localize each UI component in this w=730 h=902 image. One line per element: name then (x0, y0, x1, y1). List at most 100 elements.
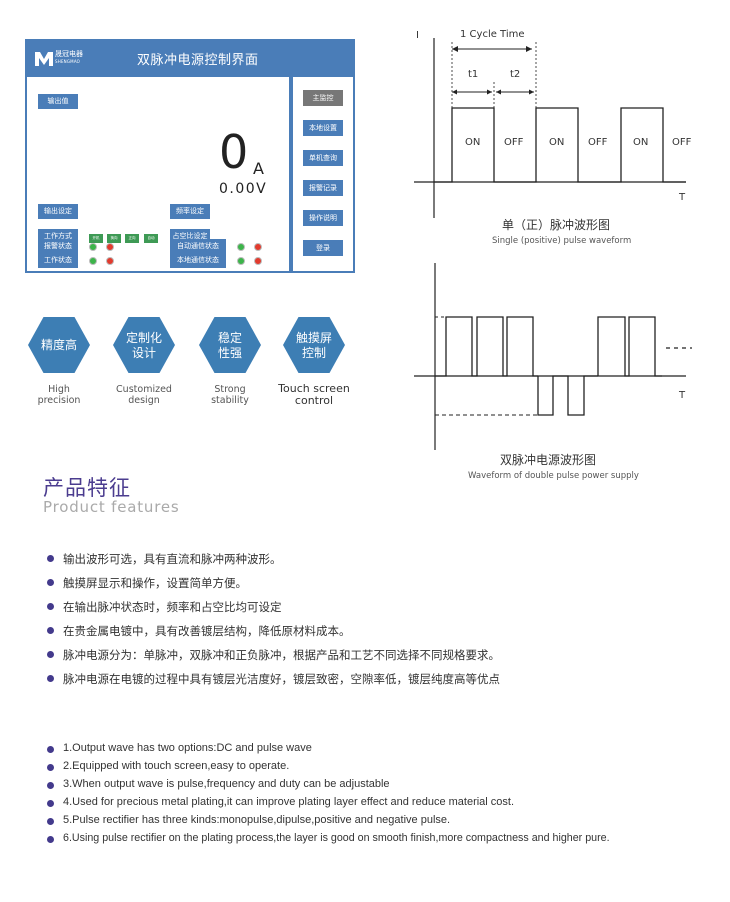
control-panel-screenshot: 晟冠电器 SHENGMAO 双脉冲电源控制界面 输出值 0 A 0.00V 输出… (25, 39, 355, 273)
hex-customized-design (113, 317, 175, 373)
mode-reverse[interactable]: 换向 (107, 234, 121, 243)
feature-cn-4: 在贵金属电镀中，具有改善镀层结构，降低原材料成本。 (63, 624, 351, 638)
feature-en-6: 6.Using pulse rectifier on the plating p… (63, 832, 610, 844)
panel-title: 双脉冲电源控制界面 (137, 53, 259, 68)
feature-cn-1: 输出波形可选，具有直流和脉冲两种波形。 (63, 552, 282, 566)
pulse-train (434, 107, 686, 183)
pulse-on-label: ON (633, 137, 648, 148)
features-title: 产品特征 (43, 476, 131, 500)
side-login[interactable]: 登录 (303, 240, 343, 256)
status-led-red (106, 257, 114, 265)
double-pulse-waveform: T (414, 263, 692, 450)
bullet (47, 555, 54, 562)
waveform2-caption-cn: 双脉冲电源波形图 (500, 453, 597, 467)
hex-strong-stability-caption: Strong stability (185, 384, 275, 406)
pulse-on-label: ON (465, 137, 480, 148)
single-pulse-waveform: I T 1 Cycle Time t1 t2 ON OFF ON OFF ON … (414, 29, 692, 218)
auto-comm-led-green (237, 243, 245, 251)
alarm-led-red (106, 243, 114, 251)
logo-text: 晟冠电器 (55, 50, 83, 58)
features-subtitle: Product features (43, 498, 180, 516)
hex-text-line: 触摸屏 (295, 331, 332, 345)
hex-text-line: 性强 (217, 346, 242, 360)
hex-strong-stability-label: 稳定 性强 (199, 331, 261, 361)
panel-main-area: 输出值 0 A 0.00V 输出设定 频率设定 工作方式 开机 换向 正向 自动… (27, 77, 289, 271)
caption-line: High (48, 384, 70, 395)
positive-pulse-group (435, 316, 538, 377)
bullet (47, 800, 54, 807)
pulse-off-label: OFF (504, 137, 524, 148)
t1-label: t1 (468, 69, 478, 80)
feature-en-3: 3.When output wave is pulse,frequency an… (63, 778, 390, 790)
arrow-head (496, 89, 501, 95)
alarm-led-green (89, 243, 97, 251)
auto-comm-status-button[interactable]: 自动通信状态 (170, 239, 226, 254)
caption-line: precision (37, 395, 81, 406)
mode-forward[interactable]: 正向 (125, 234, 139, 243)
voltage-readout: 0.00V (219, 181, 268, 197)
pulse-off-label: OFF (588, 137, 608, 148)
caption-line: design (128, 395, 160, 406)
hex-text-line: 定制化 (125, 331, 162, 345)
local-comm-led-red (254, 257, 262, 265)
local-comm-status-button[interactable]: 本地通信状态 (170, 253, 226, 268)
hex-touch-screen (283, 317, 345, 373)
hex-high-precision-label: 精度高 (28, 338, 90, 353)
t2-label: t2 (510, 69, 520, 80)
hex-text-line: 设计 (131, 346, 156, 360)
x-axis-label: T (678, 390, 686, 401)
bullet (47, 818, 54, 825)
bullet (47, 836, 54, 843)
mode-auto[interactable]: 自动 (144, 234, 158, 243)
cycle-time-label: 1 Cycle Time (460, 29, 525, 40)
arrow-head (529, 89, 534, 95)
company-logo: 晟冠电器 SHENGMAO (35, 50, 95, 68)
hex-customized-design-label: 定制化 设计 (113, 331, 175, 361)
bullet (47, 746, 54, 753)
side-alarm-log[interactable]: 报警记录 (303, 180, 343, 196)
output-setting-button[interactable]: 输出设定 (38, 204, 78, 219)
side-main-monitor[interactable]: 主监控 (303, 90, 343, 106)
current-unit: A (253, 159, 264, 178)
arrow-head (452, 46, 458, 52)
positive-pulse-group-2 (597, 316, 662, 377)
bullet (47, 764, 54, 771)
side-instructions[interactable]: 操作说明 (303, 210, 343, 226)
caption-line: control (294, 394, 334, 407)
caption-line: Customized (116, 384, 172, 395)
feature-en-5: 5.Pulse rectifier has three kinds:monopu… (63, 814, 451, 826)
hex-text-line: 稳定 (217, 331, 242, 345)
feature-en-2: 2.Equipped with touch screen,easy to ope… (63, 760, 290, 772)
waveform1-caption-en: Single (positive) pulse waveform (492, 236, 632, 246)
caption-line: stability (211, 395, 249, 406)
bullet (47, 603, 54, 610)
bullet (47, 579, 54, 586)
current-readout: 0 (219, 125, 249, 179)
bullet (47, 782, 54, 789)
bullet (47, 675, 54, 682)
caption-line: Touch screen (278, 382, 350, 395)
logo-icon (35, 52, 53, 66)
caption-line: Strong (214, 384, 246, 395)
work-status-button[interactable]: 工作状态 (38, 253, 78, 268)
bullet (47, 627, 54, 634)
pulse-off-label: OFF (672, 137, 692, 148)
bullet (47, 651, 54, 658)
side-unit-query[interactable]: 单机查询 (303, 150, 343, 166)
side-local-settings[interactable]: 本地设置 (303, 120, 343, 136)
feature-cn-5: 脉冲电源分为：单脉冲，双脉冲和正负脉冲，根据产品和工艺不同选择不同规格要求。 (63, 648, 500, 662)
hex-high-precision (28, 317, 90, 373)
panel-header: 晟冠电器 SHENGMAO 双脉冲电源控制界面 (25, 39, 355, 77)
hex-touch-screen-caption: Touch screen control (269, 383, 359, 407)
pulse-on-label: ON (549, 137, 564, 148)
feature-cn-3: 在输出脉冲状态时，频率和占空比均可设定 (63, 600, 282, 614)
output-value-button[interactable]: 输出值 (38, 94, 78, 109)
feature-cn-6: 脉冲电源在电镀的过程中具有镀层光洁度好，镀层致密，空隙率低，镀层纯度高等优点 (63, 672, 500, 686)
waveform1-caption-cn: 单（正）脉冲波形图 (502, 218, 611, 232)
alarm-status-button[interactable]: 报警状态 (38, 239, 78, 254)
status-led-green (89, 257, 97, 265)
mode-power-on[interactable]: 开机 (89, 234, 103, 243)
frequency-setting-button[interactable]: 频率设定 (170, 204, 210, 219)
panel-sidebar: 主监控 本地设置 单机查询 报警记录 操作说明 登录 (293, 77, 353, 271)
waveform2-caption-en: Waveform of double pulse power supply (468, 471, 639, 481)
